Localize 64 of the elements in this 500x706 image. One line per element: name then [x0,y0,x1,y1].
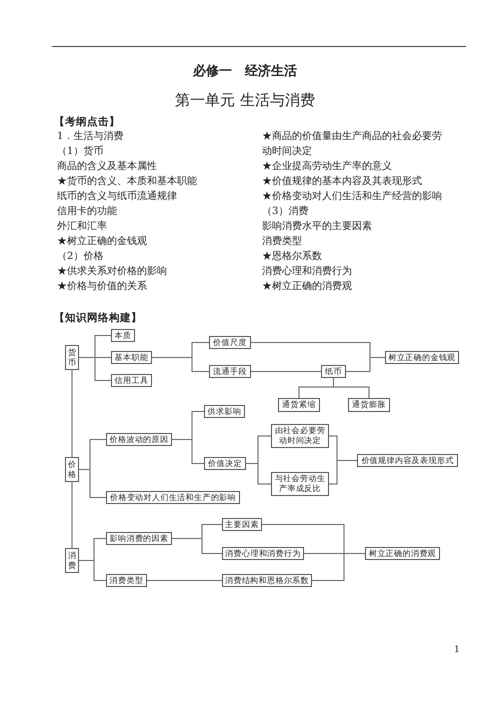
topic-box: 价值规律内容及表现形式 [357,454,458,467]
topic-box: 信用工具 [111,374,152,387]
topic-box: 树立正确的消费观 [365,547,440,560]
topic-box: 消费结构和恩格尔系数 [222,574,312,587]
unit-heading: 第一单元 生活与消费 [175,91,315,109]
topic-box: 价格波动的原因 [106,433,172,446]
connector-line [146,580,222,581]
topic-box: 消费类型 [106,574,147,587]
connector-line [250,371,322,372]
syllabus-item: 1．生活与消费 [57,130,124,144]
connector-line [78,357,112,381]
topic-box: 通货膨胀 [348,398,390,412]
section-heading: 【知识网络构建】 [54,311,142,325]
syllabus-item: 纸币的含义与纸币流通规律 [57,190,177,204]
topic-box: 价值决定 [204,457,246,470]
syllabus-item: ★企业提高劳动生产率的意义 [262,160,392,174]
topic-box: 价值尺度 [209,336,251,349]
connector-line [346,357,386,372]
page-title: 必修一 经济生活 [193,64,297,80]
connector-line [333,378,370,398]
syllabus-item: （1）货币 [57,144,104,158]
syllabus-item: ★价值规律的基本内容及其表现形式 [262,174,422,188]
syllabus-item: ★树立正确的消费观 [262,280,352,294]
syllabus-item: ★供求关系对价格的影响 [57,264,167,278]
syllabus-item: ★商品的价值量由生产商品的社会必要劳动时间决定 [262,130,443,158]
topic-box: 纸币 [321,365,346,378]
topic-box: 货币 [65,345,79,370]
connector-line [172,439,204,464]
syllabus-item: 商品的含义及基本属性 [57,160,157,174]
section-heading: 【考纲点击】 [54,115,120,129]
topic-box: 树立正确的金钱观 [385,351,459,364]
connector-line [152,357,210,372]
syllabus-item: ★价格变动对人们生活和生产经营的影响 [262,190,442,204]
connector-line [312,553,366,581]
topic-box: 影响消费的因素 [106,532,172,545]
syllabus-item: ★树立正确的金钱观 [57,234,147,248]
topic-box: 基本职能 [111,351,152,364]
topic-box: 本质 [111,329,135,342]
topic-box: 流通手段 [209,365,251,378]
connector-line [172,538,222,554]
topic-box: 消费 [65,548,79,573]
topic-box: 消费心理和消费行为 [222,547,304,560]
connector-line [78,469,106,498]
syllabus-item: ★价格与价值的关系 [57,280,147,294]
syllabus-item: （3）消费 [262,204,308,218]
topic-box: 供求影响 [204,405,245,418]
syllabus-item: ★恩格尔系数 [262,250,322,264]
page-number: 1 [454,645,460,656]
topic-box: 与社会劳动生产率成反比 [271,472,329,496]
connector-line [328,460,358,484]
syllabus-item: 消费类型 [262,234,302,248]
connector-line [246,463,272,484]
topic-box: 由社会必要劳动时间决定 [271,424,329,448]
syllabus-item: ★货币的含义、本质和基本职能 [57,174,197,188]
topic-box: 通货紧缩 [278,398,320,412]
syllabus-item: 消费心理和消费行为 [262,264,352,278]
topic-box: 主要因素 [222,518,262,531]
syllabus-item: 外汇和汇率 [57,220,107,234]
syllabus-item: 影响消费水平的主要因素 [262,220,372,234]
topic-box: 价格 [65,457,79,482]
syllabus-item: 信用卡的功能 [57,204,117,218]
connector-line [78,560,106,581]
syllabus-item: （2）价格 [57,250,104,264]
topic-box: 价格变动对人们生活和生产的影响 [106,491,240,504]
